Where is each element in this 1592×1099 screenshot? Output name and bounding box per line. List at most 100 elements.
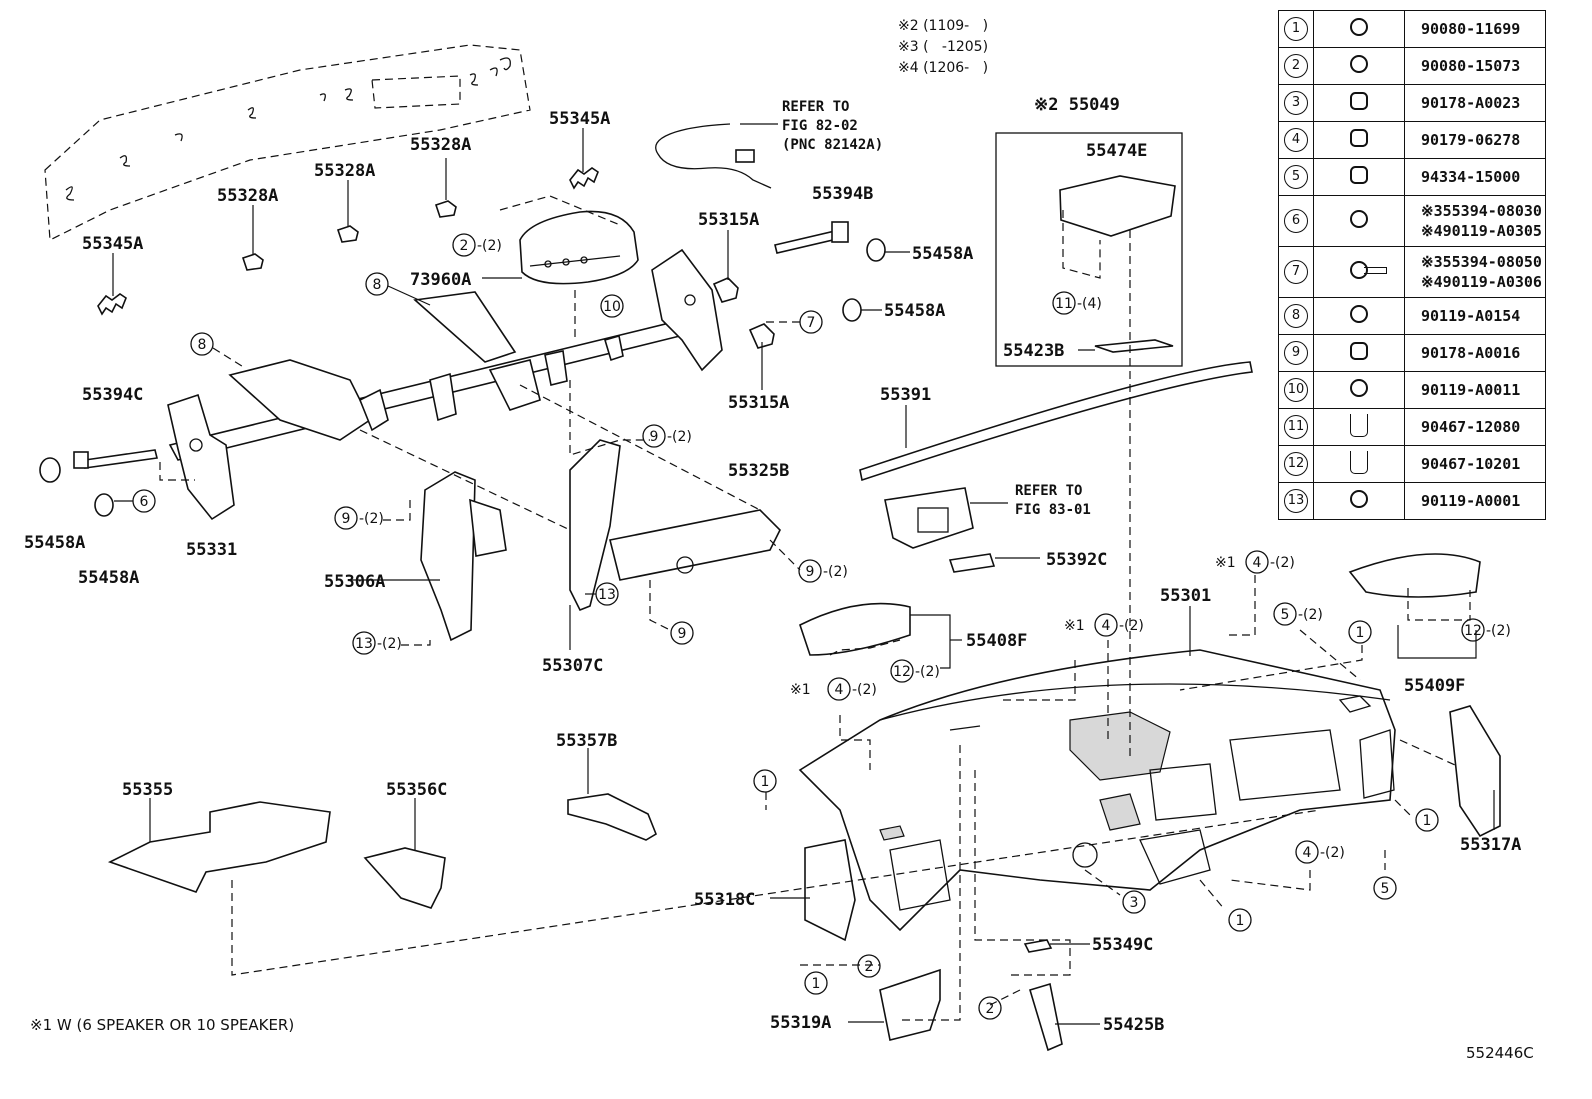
callout: 3 — [1122, 890, 1146, 914]
legend-icon-cell — [1313, 121, 1405, 159]
legend-row: 7※355394-08050※490119-A0306 — [1278, 246, 1546, 298]
part-number: 90119-A0011 — [1421, 381, 1521, 399]
part-label: 55345A — [549, 109, 610, 129]
part-number: 90467-10201 — [1421, 455, 1521, 473]
part-number: 90119-A0154 — [1421, 307, 1521, 325]
bolt-icon — [1350, 305, 1368, 323]
legend-number: 5 — [1278, 158, 1314, 196]
svg-text:13: 13 — [355, 636, 373, 652]
legend-part-number: ※355394-08030※490119-A0305 — [1404, 195, 1546, 247]
svg-text:-(2): -(2) — [823, 564, 848, 580]
svg-text:12: 12 — [893, 664, 911, 680]
part-label: 55331 — [186, 540, 237, 560]
callout-number: 3 — [1284, 91, 1308, 115]
svg-text:-(2): -(2) — [667, 429, 692, 445]
part-label: 55325B — [728, 461, 789, 481]
legend-part-number: 94334-15000 — [1404, 158, 1546, 196]
clip-nut-icon — [1350, 166, 1368, 184]
legend-row: 12 90467-10201 — [1278, 445, 1546, 483]
legend-number: 4 — [1278, 121, 1314, 159]
legend-part-number: 90179-06278 — [1404, 121, 1546, 159]
svg-text:※1: ※1 — [790, 682, 811, 698]
callout: 1 — [1348, 620, 1372, 644]
svg-text:9: 9 — [678, 626, 687, 642]
legend-row: 11 90467-12080 — [1278, 408, 1546, 446]
callout-number: 11 — [1284, 415, 1308, 439]
part-label: 55458A — [24, 533, 85, 553]
callout-number: 12 — [1284, 452, 1308, 476]
callout: 1 — [1228, 908, 1252, 932]
part-label: 55458A — [78, 568, 139, 588]
legend-row: 3 90178-A0023 — [1278, 84, 1546, 122]
part-label: 55392C — [1046, 550, 1107, 570]
callout: 7 — [799, 310, 823, 334]
callout: 6 — [132, 489, 156, 513]
center-module — [884, 487, 1040, 573]
silencer-mats — [107, 748, 1321, 976]
legend-number: 9 — [1278, 334, 1314, 372]
callout: 5-(2) — [1273, 602, 1323, 626]
refer-label: REFER TO — [1015, 483, 1082, 499]
svg-text:4: 4 — [1303, 845, 1312, 861]
long-bolt-icon — [1350, 261, 1387, 279]
callout: 12-(2) — [1461, 618, 1511, 642]
part-number: 90467-12080 — [1421, 418, 1521, 436]
legend-number: 3 — [1278, 84, 1314, 122]
legend-part-number: 90178-A0023 — [1404, 84, 1546, 122]
legend-number: 6 — [1278, 195, 1314, 247]
svg-text:-(2): -(2) — [1119, 618, 1144, 634]
bolt-hardware — [712, 221, 910, 390]
part-label: 55394C — [82, 385, 143, 405]
callout: 9-(2) — [642, 424, 692, 448]
part-label: 55391 — [880, 385, 931, 405]
callout: 9 — [670, 621, 694, 645]
svg-text:4: 4 — [1102, 618, 1111, 634]
callout-number: 13 — [1284, 489, 1308, 513]
part-label: 55408F — [966, 631, 1027, 651]
part-label: 55357B — [556, 731, 617, 751]
callout-number: 4 — [1284, 128, 1308, 152]
bolt-icon — [1350, 379, 1368, 397]
part-number: ※355394-08050 — [1421, 253, 1542, 271]
callout-number: 1 — [1284, 17, 1308, 41]
svg-text:12: 12 — [1464, 623, 1482, 639]
callout-number: 9 — [1284, 341, 1308, 365]
clip-parts — [97, 128, 599, 316]
svg-text:1: 1 — [812, 976, 821, 992]
part-label: 55349C — [1092, 935, 1153, 955]
callout-number: 7 — [1284, 260, 1308, 284]
braces — [350, 380, 801, 650]
callout: 2-(2) — [452, 233, 502, 257]
svg-text:-(2): -(2) — [915, 664, 940, 680]
part-label: 55356C — [386, 780, 447, 800]
callout: 8 — [365, 272, 389, 296]
part-label: 55328A — [410, 135, 471, 155]
part-number: 94334-15000 — [1421, 168, 1521, 186]
nut-icon — [1350, 342, 1368, 360]
svg-text:5: 5 — [1381, 881, 1390, 897]
legend-icon-cell — [1313, 408, 1405, 446]
legend-part-number: 90080-11699 — [1404, 10, 1546, 48]
callout-number: 2 — [1284, 54, 1308, 78]
legend-part-number: 90178-A0016 — [1404, 334, 1546, 372]
legend-part-number: 90467-10201 — [1404, 445, 1546, 483]
variant-note: ※4 (1206- ) — [898, 60, 989, 76]
instrument-panel-reinforcement — [39, 248, 723, 521]
panel-strip — [859, 361, 1253, 482]
panel-inset-box — [995, 132, 1183, 367]
callout: 1 — [753, 769, 777, 793]
legend-number: 12 — [1278, 445, 1314, 483]
part-label: 55301 — [1160, 586, 1211, 606]
bolt-icon — [1350, 18, 1368, 36]
svg-text:-(2): -(2) — [1486, 623, 1511, 639]
legend-icon-cell — [1313, 482, 1405, 520]
svg-text:2: 2 — [460, 238, 469, 254]
part-label: 55306A — [324, 572, 385, 592]
bolt-icon — [1350, 55, 1368, 73]
